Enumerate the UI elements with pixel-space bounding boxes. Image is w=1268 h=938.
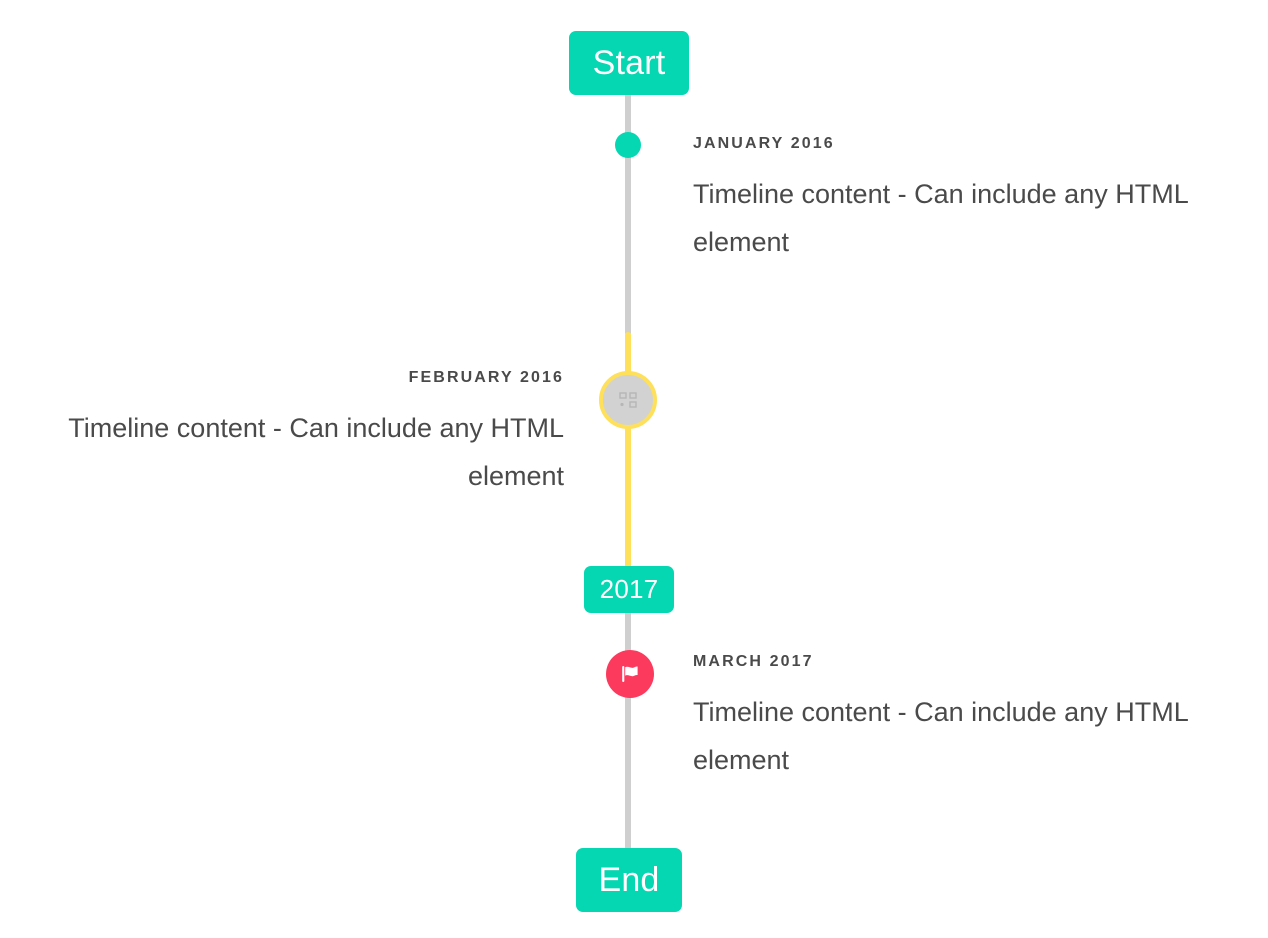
timeline-end-badge-label: End — [598, 860, 660, 899]
flag-marker[interactable] — [606, 650, 654, 698]
dot-marker[interactable] — [615, 132, 641, 158]
timeline-end-badge[interactable]: End — [576, 848, 682, 912]
timeline-entry-body: Timeline content - Can include any HTML … — [693, 697, 1188, 776]
timeline-entry-february: FEBRUARY 2016 Timeline content - Can inc… — [24, 370, 564, 500]
timeline-axis-segment-gray-bottom — [625, 606, 631, 856]
broken-image-marker[interactable] — [599, 371, 657, 429]
timeline-entry-date: MARCH 2017 — [693, 653, 814, 670]
flag-icon — [622, 666, 638, 682]
timeline-axis-segment-gray-top — [625, 88, 631, 336]
timeline-entry-body: Timeline content - Can include any HTML … — [693, 179, 1188, 258]
timeline-axis-segment-yellow — [625, 332, 631, 570]
timeline-year-badge-label: 2017 — [599, 574, 659, 604]
timeline-entry-body: Timeline content - Can include any HTML … — [68, 413, 564, 492]
timeline-start-badge[interactable]: Start — [569, 31, 689, 95]
timeline-year-badge[interactable]: 2017 — [584, 566, 674, 613]
timeline-entry-january: JANUARY 2016 Timeline content - Can incl… — [693, 136, 1233, 266]
timeline-entry-march: MARCH 2017 Timeline content - Can includ… — [693, 654, 1233, 784]
timeline-start-badge-label: Start — [592, 43, 666, 82]
broken-image-icon — [619, 392, 637, 408]
timeline-entry-date: JANUARY 2016 — [693, 135, 835, 152]
timeline-entry-date: FEBRUARY 2016 — [408, 369, 564, 386]
